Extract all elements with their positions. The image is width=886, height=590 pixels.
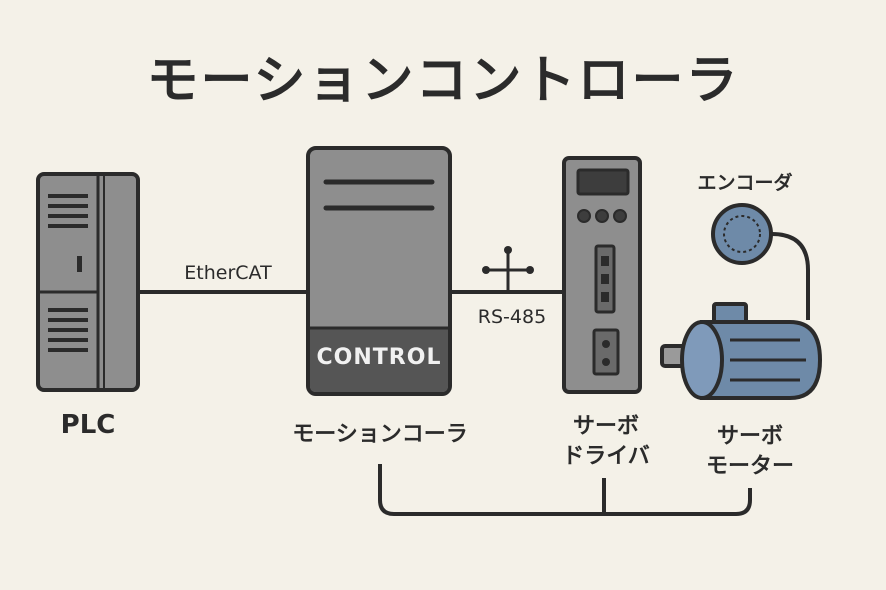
- controller-panel-text: CONTROL: [316, 345, 442, 370]
- servo-driver-label-line2: ドライバ: [562, 444, 650, 469]
- plc-label: PLC: [60, 410, 116, 440]
- servo-motor-device: [660, 302, 823, 400]
- servo-driver-label: サーボ ドライバ: [546, 412, 666, 472]
- plc-device: [36, 172, 140, 392]
- page-title: モーションコントローラ: [146, 51, 740, 111]
- network-icon: [482, 246, 534, 292]
- controller-label: モーションコーラ: [292, 422, 468, 447]
- servo-driver-label-line1: サーボ: [572, 414, 639, 439]
- encoder-device: [711, 203, 810, 320]
- controller-device: [306, 146, 452, 396]
- servo-motor-label: サーボ モーター: [690, 422, 810, 482]
- ethercat-label: EtherCAT: [184, 262, 272, 284]
- bottom-connection: [378, 464, 752, 516]
- servo-driver-device: [562, 156, 642, 394]
- rs485-label: RS-485: [477, 306, 547, 328]
- servo-motor-label-line1: サーボ: [716, 424, 783, 449]
- encoder-label: エンコーダ: [697, 172, 793, 194]
- servo-motor-label-line2: モーター: [705, 454, 794, 479]
